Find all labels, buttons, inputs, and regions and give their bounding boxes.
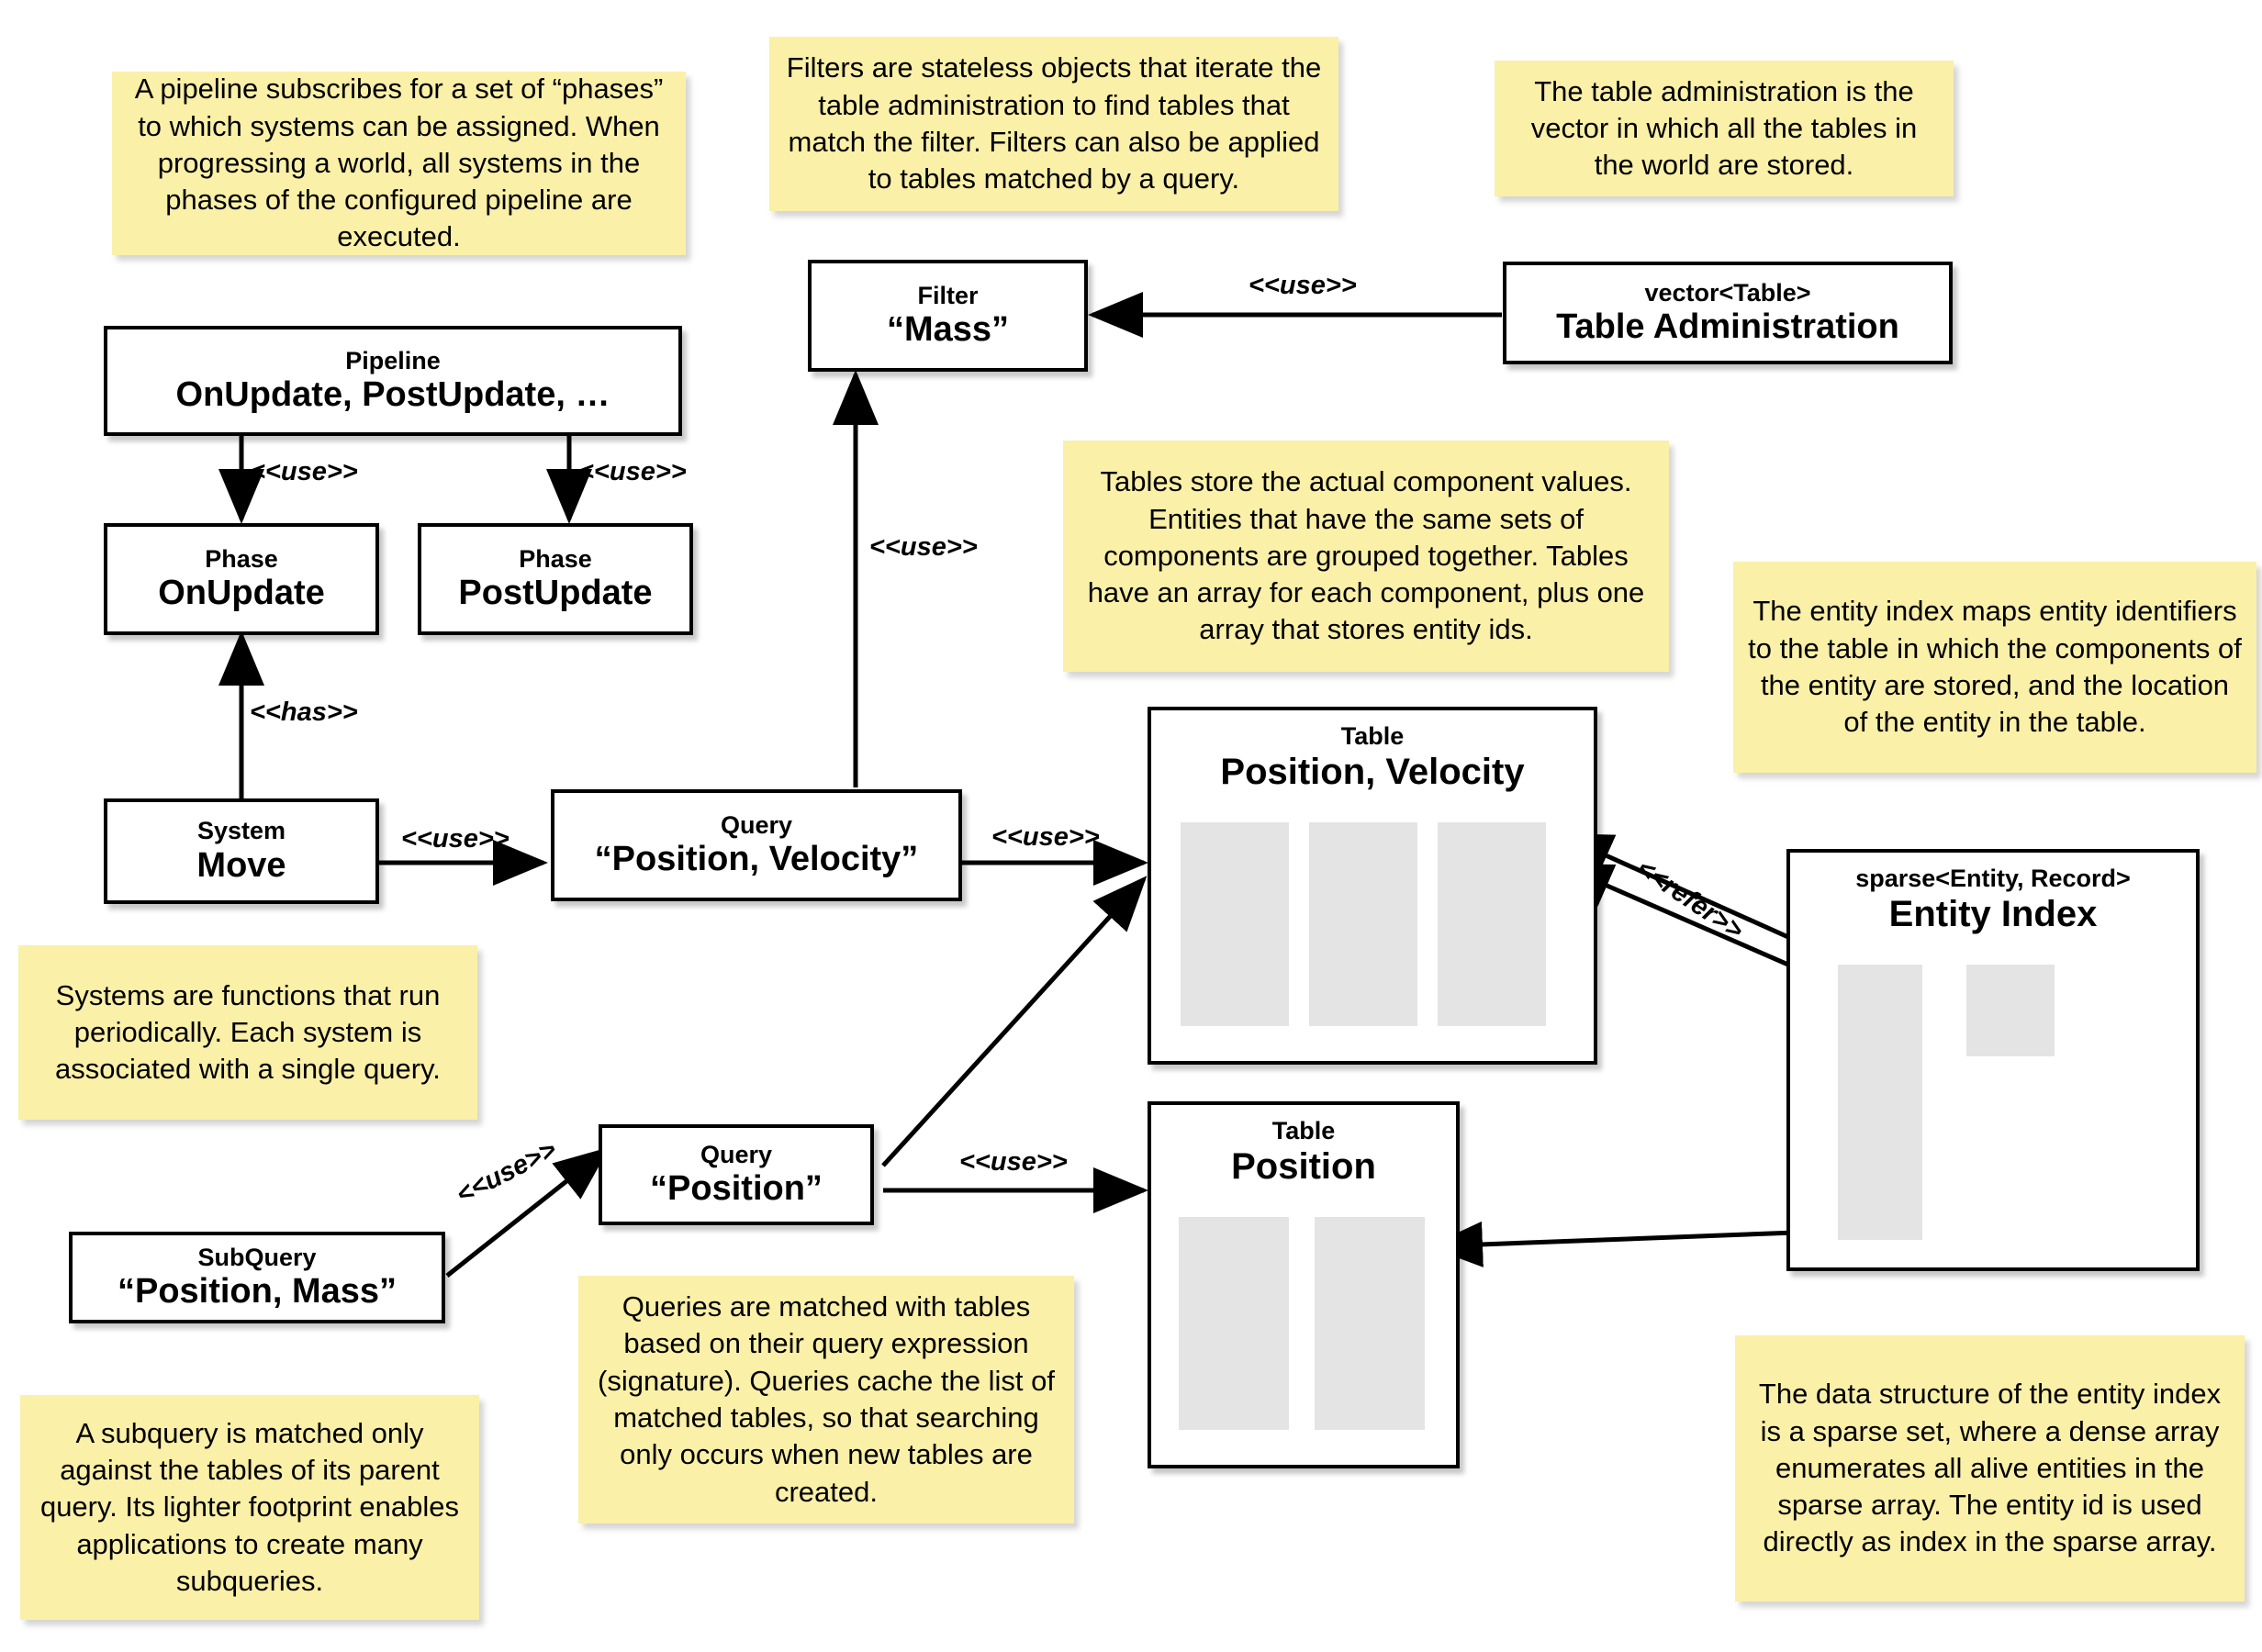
table-position-velocity-name: Position, Velocity [1220, 751, 1525, 792]
table-position-velocity-head: Table Position, Velocity [1151, 710, 1594, 792]
table-position-name: Position [1231, 1145, 1376, 1187]
box-phase-postupdate-name: PostUpdate [458, 574, 653, 613]
box-table-administration-name: Table Administration [1556, 307, 1899, 347]
entity-index-head: sparse<Entity, Record> Entity Index [1790, 853, 2196, 934]
box-table-position[interactable]: Table Position [1148, 1101, 1460, 1468]
box-phase-onupdate-stereotype: Phase [205, 544, 278, 573]
box-table-administration[interactable]: vector<Table> Table Administration [1503, 262, 1953, 364]
edge-label-system-onupdate: <<has>> [250, 698, 358, 727]
box-phase-postupdate[interactable]: Phase PostUpdate [418, 523, 693, 635]
table-position-array-1 [1179, 1217, 1289, 1430]
edge-label-tableadmin-filter: <<use>> [1249, 271, 1357, 300]
note-queries: Queries are matched with tables based on… [578, 1276, 1074, 1524]
box-query-position[interactable]: Query “Position” [599, 1124, 874, 1225]
box-system-move-name: Move [196, 845, 286, 885]
dense-array [1966, 965, 2055, 1056]
note-table-administration: The table administration is the vector i… [1495, 61, 1954, 196]
table-position-array-2 [1315, 1217, 1425, 1430]
note-sparse-set: The data structure of the entity index i… [1735, 1335, 2245, 1602]
box-phase-onupdate-name: OnUpdate [158, 574, 325, 613]
box-pipeline-stereotype: Pipeline [345, 346, 441, 374]
table-position-velocity-stereotype: Table [1340, 722, 1405, 750]
box-query-position-name: “Position” [650, 1169, 823, 1209]
box-phase-postupdate-stereotype: Phase [519, 544, 592, 573]
box-system-move-stereotype: System [196, 817, 286, 845]
note-subquery: A subquery is matched only against the t… [20, 1395, 479, 1620]
note-pipeline: A pipeline subscribes for a set of “phas… [112, 72, 686, 255]
box-subquery-name: “Position, Mass” [117, 1272, 398, 1312]
box-query-position-velocity[interactable]: Query “Position, Velocity” [551, 789, 962, 901]
table-position-stereotype: Table [1271, 1117, 1336, 1144]
table-position-head: Table Position [1151, 1105, 1456, 1187]
edge-label-queryposvel-table: <<use>> [991, 822, 1100, 852]
box-table-administration-stereotype: vector<Table> [1644, 278, 1811, 307]
box-pipeline[interactable]: Pipeline OnUpdate, PostUpdate, … [104, 326, 682, 436]
box-query-position-stereotype: Query [700, 1140, 773, 1168]
note-systems: Systems are functions that run periodica… [18, 945, 477, 1120]
box-query-position-velocity-stereotype: Query [720, 810, 793, 839]
box-pipeline-name: OnUpdate, PostUpdate, … [175, 375, 610, 415]
edge-label-system-query: <<use>> [401, 824, 510, 854]
box-entity-index[interactable]: sparse<Entity, Record> Entity Index [1786, 849, 2200, 1271]
edge-querypos-tableposvel [881, 876, 1148, 1167]
edge-label-pipeline-postupdate: <<use>> [578, 457, 687, 486]
edge-label-querypos-table: <<use>> [959, 1147, 1068, 1177]
edge-label-pipeline-onupdate: <<use>> [250, 457, 358, 486]
box-system-move[interactable]: System Move [104, 798, 379, 904]
entity-index-stereotype: sparse<Entity, Record> [1855, 865, 2131, 892]
edge-label-query-filter: <<use>> [869, 532, 978, 562]
box-query-position-velocity-name: “Position, Velocity” [594, 840, 919, 879]
note-entity-index: The entity index maps entity identifiers… [1733, 562, 2256, 773]
box-filter-mass[interactable]: Filter “Mass” [808, 260, 1088, 372]
edge-label-entityindex-table: <<refer>> [1631, 854, 1749, 946]
box-filter-mass-name: “Mass” [886, 310, 1010, 350]
table-column-array-2 [1309, 822, 1417, 1026]
table-column-array-3 [1438, 822, 1546, 1026]
sparse-array [1838, 965, 1922, 1240]
table-column-array-1 [1181, 822, 1289, 1026]
box-subquery-stereotype: SubQuery [197, 1243, 317, 1271]
box-phase-onupdate[interactable]: Phase OnUpdate [104, 523, 379, 635]
box-subquery-position-mass[interactable]: SubQuery “Position, Mass” [69, 1232, 445, 1323]
edge-label-subquery-query: <<use>> [452, 1134, 562, 1211]
box-filter-mass-stereotype: Filter [917, 281, 979, 309]
note-tables: Tables store the actual component values… [1063, 441, 1669, 672]
note-filter: Filters are stateless objects that itera… [769, 37, 1338, 211]
entity-index-name: Entity Index [1888, 893, 2098, 934]
box-table-position-velocity[interactable]: Table Position, Velocity [1148, 707, 1597, 1065]
